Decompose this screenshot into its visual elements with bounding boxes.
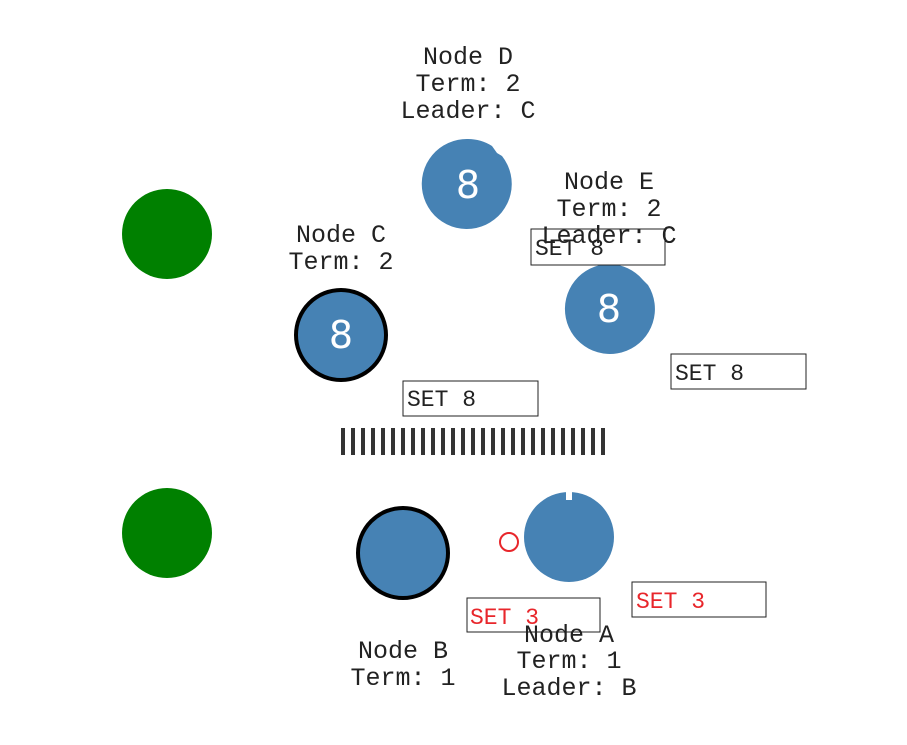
node-b[interactable]: Node B Term: 1 [350,506,456,693]
node-a-name: Node A [524,621,614,650]
message-set-3-right: SET 3 [631,581,767,618]
node-b-name: Node B [358,637,448,666]
node-b-term: Term: 1 [350,664,455,693]
node-d-value: 8 [456,163,480,207]
client-top [122,189,212,279]
client-bottom [122,488,212,578]
node-d-circle [421,138,512,229]
node-e-value: 8 [597,287,621,331]
node-e-name: Node E [564,168,654,197]
message-set-3-to-a: SET 3 [466,597,601,633]
node-c-circle [294,288,388,382]
message-label: SET 8 [675,361,744,387]
node-a-term: Term: 1 [516,647,621,676]
message-set-8-to-e: SET 8 [530,228,666,266]
node-c-name: Node C [296,221,386,250]
node-c-value: 8 [329,313,353,357]
node-d-leader: Leader: C [400,97,535,126]
node-a-circle [524,492,614,582]
message-set-8-center: SET 8 [402,380,539,417]
node-d-term: Term: 2 [415,70,520,99]
message-label: SET 3 [470,605,539,631]
message-set-8-right: SET 8 [670,353,807,390]
node-a[interactable] [499,490,614,582]
node-d-name: Node D [423,43,513,72]
message-label: SET 8 [535,236,604,262]
node-e-leader-overlay: Leader: C [541,222,676,251]
node-e-circle [564,264,655,354]
node-b-circle [356,506,450,600]
node-c-term: Term: 2 [288,248,393,277]
node-a-timer-notch [566,490,572,500]
node-a-leader: Leader: B [501,674,636,703]
node-e-term: Term: 2 [556,195,661,224]
message-label: SET 8 [407,387,476,413]
message-label: SET 3 [636,589,705,615]
node-a-pending-marker [499,532,519,552]
node-c[interactable]: Node C Term: 2 8 [288,221,394,382]
network-partition [341,428,605,455]
node-d[interactable]: Node D Term: 2 Leader: C 8 [400,43,536,229]
